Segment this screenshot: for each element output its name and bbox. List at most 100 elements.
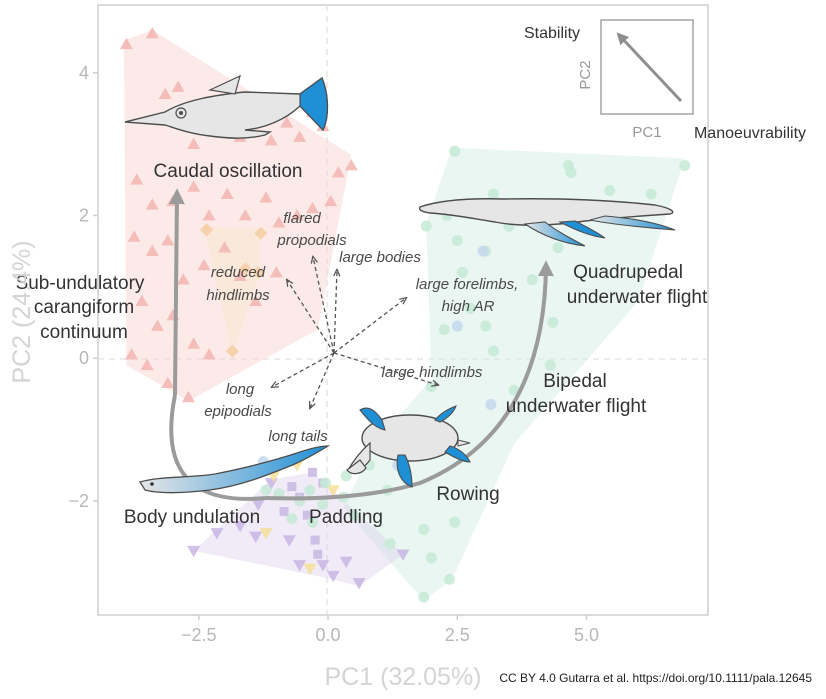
point-s0-11 bbox=[264, 134, 278, 146]
plot-panel bbox=[97, 4, 709, 616]
point-s2-4 bbox=[313, 549, 323, 559]
label-paddling: Paddling bbox=[309, 507, 383, 528]
point-s5-35 bbox=[348, 509, 360, 521]
point-s0-42 bbox=[187, 337, 201, 349]
point-s0-32 bbox=[161, 233, 175, 246]
point-s0-27 bbox=[290, 208, 304, 221]
hull-1 bbox=[343, 147, 685, 601]
label-bipedal-2: underwater flight bbox=[506, 396, 647, 417]
point-s5-10 bbox=[451, 234, 463, 246]
point-s5-26 bbox=[340, 470, 352, 482]
point-s0-25 bbox=[259, 191, 273, 203]
point-s5-28 bbox=[304, 484, 316, 496]
point-s2-0 bbox=[287, 482, 297, 492]
trend-arrow-flight bbox=[264, 260, 554, 501]
point-s1-0 bbox=[200, 223, 214, 237]
point-s0-45 bbox=[140, 358, 154, 371]
arrow-long-tails bbox=[310, 352, 335, 408]
label-sub-undulatory-1: Sub-undulatory bbox=[16, 273, 145, 294]
label-flared: flared bbox=[283, 210, 321, 227]
point-s0-18 bbox=[130, 173, 144, 185]
inset-arrow bbox=[616, 32, 683, 103]
point-s5-0 bbox=[449, 145, 461, 157]
label-rowing: Rowing bbox=[436, 484, 499, 505]
point-s2-5 bbox=[279, 507, 289, 517]
point-s0-35 bbox=[218, 241, 232, 253]
point-s0-17 bbox=[344, 159, 358, 171]
point-s0-38 bbox=[269, 266, 283, 278]
point-s0-0 bbox=[119, 37, 133, 50]
label-long-tails: long tails bbox=[268, 428, 328, 445]
point-s0-16 bbox=[331, 166, 345, 178]
point-s5-40 bbox=[384, 538, 396, 550]
label-quadrupedal-1: Quadrupedal bbox=[573, 262, 683, 283]
arrow-large-forelimbs bbox=[333, 298, 406, 354]
inset-pc1: PC1 bbox=[632, 124, 661, 141]
label-propodials: propodials bbox=[276, 232, 347, 249]
x-tick-label-1: 0.0 bbox=[316, 625, 341, 645]
point-s0-19 bbox=[145, 198, 159, 210]
point-s3-10 bbox=[352, 578, 366, 590]
point-s1-1 bbox=[254, 226, 268, 240]
point-s5-9 bbox=[420, 220, 432, 232]
point-s5-7 bbox=[487, 188, 499, 200]
point-s5-39 bbox=[418, 523, 430, 535]
label-high-ar: high AR bbox=[442, 298, 495, 315]
point-s0-37 bbox=[249, 294, 263, 306]
loading-arrows bbox=[272, 257, 438, 408]
point-s5-12 bbox=[456, 267, 468, 279]
label-epipodials: epipodials bbox=[204, 403, 272, 420]
point-s1-3 bbox=[251, 266, 265, 280]
turtle-silhouette bbox=[346, 405, 471, 488]
point-s5-16 bbox=[464, 302, 476, 314]
label-hindlimbs: hindlimbs bbox=[206, 287, 270, 304]
y-tick-label-2: 2 bbox=[79, 205, 89, 225]
point-s3-7 bbox=[316, 560, 330, 572]
point-s0-23 bbox=[220, 187, 234, 199]
point-s0-26 bbox=[272, 216, 286, 228]
point-s5-19 bbox=[547, 316, 559, 328]
inset-legend: Stability Manoeuvrability PC1 PC2 bbox=[524, 19, 806, 142]
arrow-flared-propodials bbox=[313, 257, 335, 354]
point-s0-47 bbox=[181, 390, 195, 403]
point-s3-5 bbox=[249, 531, 263, 544]
arrow-reduced-hindlimbs bbox=[287, 280, 335, 354]
label-large-bodies: large bodies bbox=[339, 249, 421, 266]
point-s3-12 bbox=[293, 560, 307, 572]
point-s2-2 bbox=[302, 510, 312, 520]
label-body-undulation: Body undulation bbox=[124, 507, 260, 528]
point-s3-2 bbox=[233, 520, 247, 533]
point-s5-41 bbox=[425, 552, 437, 564]
label-long: long bbox=[226, 381, 255, 398]
loading-labels: flared propodials large bodies reduced h… bbox=[204, 210, 518, 445]
point-s5-2 bbox=[565, 167, 577, 179]
point-s4-3 bbox=[326, 485, 340, 497]
point-s0-46 bbox=[161, 376, 175, 389]
point-s6-4 bbox=[477, 245, 489, 257]
label-sub-undulatory-3: continuum bbox=[40, 322, 128, 343]
point-s0-40 bbox=[150, 319, 164, 331]
hull-3 bbox=[203, 226, 261, 355]
y-tick-label-0: −2 bbox=[68, 491, 89, 511]
inset-pc2: PC2 bbox=[577, 60, 594, 89]
point-s1-4 bbox=[225, 344, 239, 358]
point-s5-20 bbox=[544, 359, 556, 371]
point-s0-29 bbox=[324, 194, 338, 207]
point-s4-4 bbox=[259, 528, 273, 540]
y-tick-label-3: 4 bbox=[79, 63, 89, 83]
region-labels: Caudal oscillation Sub-undulatory carang… bbox=[16, 161, 708, 528]
trend-arrow-caudal bbox=[168, 188, 185, 396]
point-s0-33 bbox=[176, 273, 190, 285]
point-s5-27 bbox=[319, 477, 331, 489]
x-axis-title: PC1 (32.05%) bbox=[324, 663, 481, 691]
point-s0-21 bbox=[187, 180, 201, 192]
eel-silhouette bbox=[138, 445, 331, 494]
point-s0-43 bbox=[202, 348, 216, 360]
point-s5-15 bbox=[552, 242, 564, 254]
point-s5-3 bbox=[679, 160, 691, 172]
label-sub-undulatory-2: carangiform bbox=[34, 297, 134, 318]
point-s5-33 bbox=[317, 498, 329, 510]
point-s3-11 bbox=[396, 549, 410, 561]
